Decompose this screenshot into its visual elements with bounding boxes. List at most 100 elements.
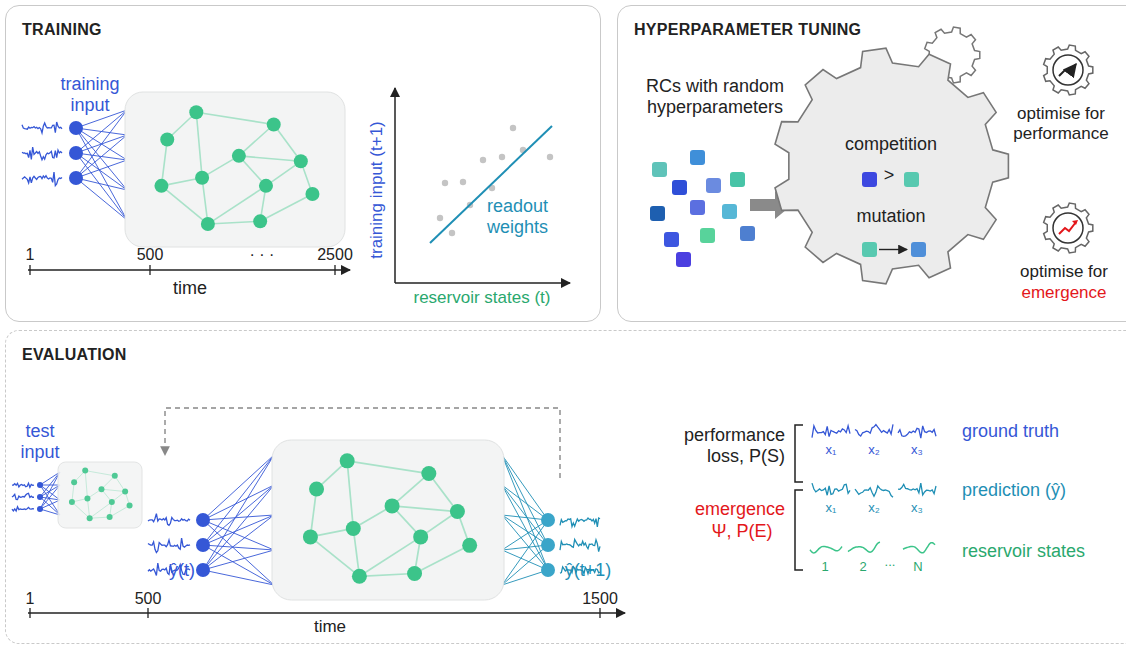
- reservoir-link: [72, 502, 90, 518]
- reservoir-box: [272, 440, 504, 600]
- signal-trace: [560, 518, 600, 527]
- reservoir-trace: [810, 546, 842, 552]
- reservoir-unit: [69, 499, 75, 505]
- signal-trace: [148, 514, 190, 526]
- data-point: [547, 154, 553, 160]
- training-illustration: [22, 88, 570, 283]
- reservoir-unit: [112, 473, 118, 479]
- rc-square: [904, 172, 919, 187]
- weight-line: [203, 515, 274, 545]
- output-unit: [541, 563, 555, 577]
- data-point: [460, 179, 466, 185]
- rc-square: [700, 228, 715, 243]
- annotation: >: [884, 165, 895, 186]
- reservoir-unit: [127, 502, 133, 508]
- annotation: x₃: [911, 501, 923, 516]
- signal-trace: [12, 483, 34, 487]
- weight-line: [76, 153, 127, 220]
- signal-trace: [148, 538, 190, 552]
- output-unit: [541, 538, 555, 552]
- readout-line: [502, 520, 548, 585]
- annotation: 1: [26, 246, 35, 264]
- reservoir-link: [239, 156, 301, 161]
- metric-label: performance loss, P(S): [660, 425, 785, 466]
- gear-outline: [775, 48, 1008, 284]
- annotation: N: [913, 560, 922, 575]
- annotation: x₂: [868, 501, 880, 516]
- trend-head: [1072, 220, 1078, 225]
- legend-label: ground truth: [962, 421, 1059, 442]
- legend-label: reservoir states: [962, 541, 1085, 562]
- annotation: 1: [26, 590, 35, 608]
- reservoir-link: [196, 112, 273, 124]
- reservoir-unit: [294, 154, 308, 168]
- reservoir-unit: [122, 489, 128, 495]
- reservoir-unit: [413, 529, 428, 544]
- weight-line: [76, 160, 127, 178]
- rc-square: [690, 200, 705, 215]
- annotation: · · ·: [250, 246, 275, 264]
- legend-label: prediction (ŷ): [962, 480, 1066, 501]
- reservoir-link: [415, 545, 470, 573]
- annotation: Ψ, P(E): [711, 521, 772, 542]
- input-unit: [196, 563, 210, 577]
- annotation: emergence: [1021, 283, 1106, 303]
- reservoir-link: [161, 139, 167, 185]
- reservoir-unit: [259, 179, 273, 193]
- readout-line: [502, 545, 548, 585]
- weight-line: [76, 128, 127, 190]
- reservoir-unit: [462, 538, 477, 553]
- reservoir-link: [101, 489, 125, 491]
- rc-square: [862, 242, 877, 257]
- weight-line: [40, 472, 60, 509]
- reservoir-link: [110, 505, 130, 517]
- weight-line: [203, 455, 274, 520]
- reservoir-link: [202, 178, 208, 224]
- annotation: 500: [137, 246, 164, 264]
- reservoir-box: [125, 92, 345, 247]
- weight-line: [203, 545, 274, 585]
- reservoir-unit: [82, 468, 88, 474]
- reservoir-unit: [71, 479, 77, 485]
- gauge-icon: [1044, 45, 1093, 95]
- reservoir-unit: [154, 179, 168, 193]
- data-point: [437, 215, 443, 221]
- reservoir-network: [58, 462, 142, 528]
- signal-trace: [898, 483, 936, 495]
- annotation: training input: [43, 74, 138, 115]
- reservoir-trace: [903, 543, 935, 553]
- annotation: 2500: [317, 246, 353, 264]
- reservoir-link: [359, 574, 414, 577]
- reservoir-unit: [98, 486, 104, 492]
- weight-line: [76, 110, 127, 153]
- reservoir-unit: [189, 105, 203, 119]
- gauge-dial: [1053, 55, 1083, 85]
- reservoir-trace: [848, 542, 880, 552]
- data-point: [499, 154, 505, 160]
- input-unit: [69, 146, 83, 160]
- axis-tick: [599, 608, 600, 618]
- signal-trace: [22, 147, 62, 160]
- rc-square: [672, 180, 687, 195]
- input-unit: [37, 506, 43, 512]
- weight-line: [203, 485, 274, 545]
- gauge-gear: [1044, 203, 1093, 253]
- weight-line: [40, 485, 60, 500]
- annotation: 2: [859, 560, 866, 575]
- weight-line: [40, 485, 60, 515]
- signal-trace: [855, 424, 893, 436]
- metric-label: emergence: [695, 499, 785, 520]
- reservoir-unit: [385, 498, 400, 513]
- rc-square: [911, 242, 926, 257]
- reservoir-link: [260, 194, 312, 221]
- input-unit: [69, 171, 83, 185]
- panel-heading: HYPERPARAMETER TUNING: [634, 21, 861, 39]
- reservoir-network: [125, 92, 345, 247]
- readout-line: [502, 455, 548, 545]
- axis-tick: [334, 265, 335, 275]
- reservoir-unit: [84, 495, 90, 501]
- annotation: test input: [14, 421, 66, 462]
- readout-line: [502, 455, 548, 520]
- reservoir-network: [272, 440, 504, 600]
- rc-square: [862, 172, 877, 187]
